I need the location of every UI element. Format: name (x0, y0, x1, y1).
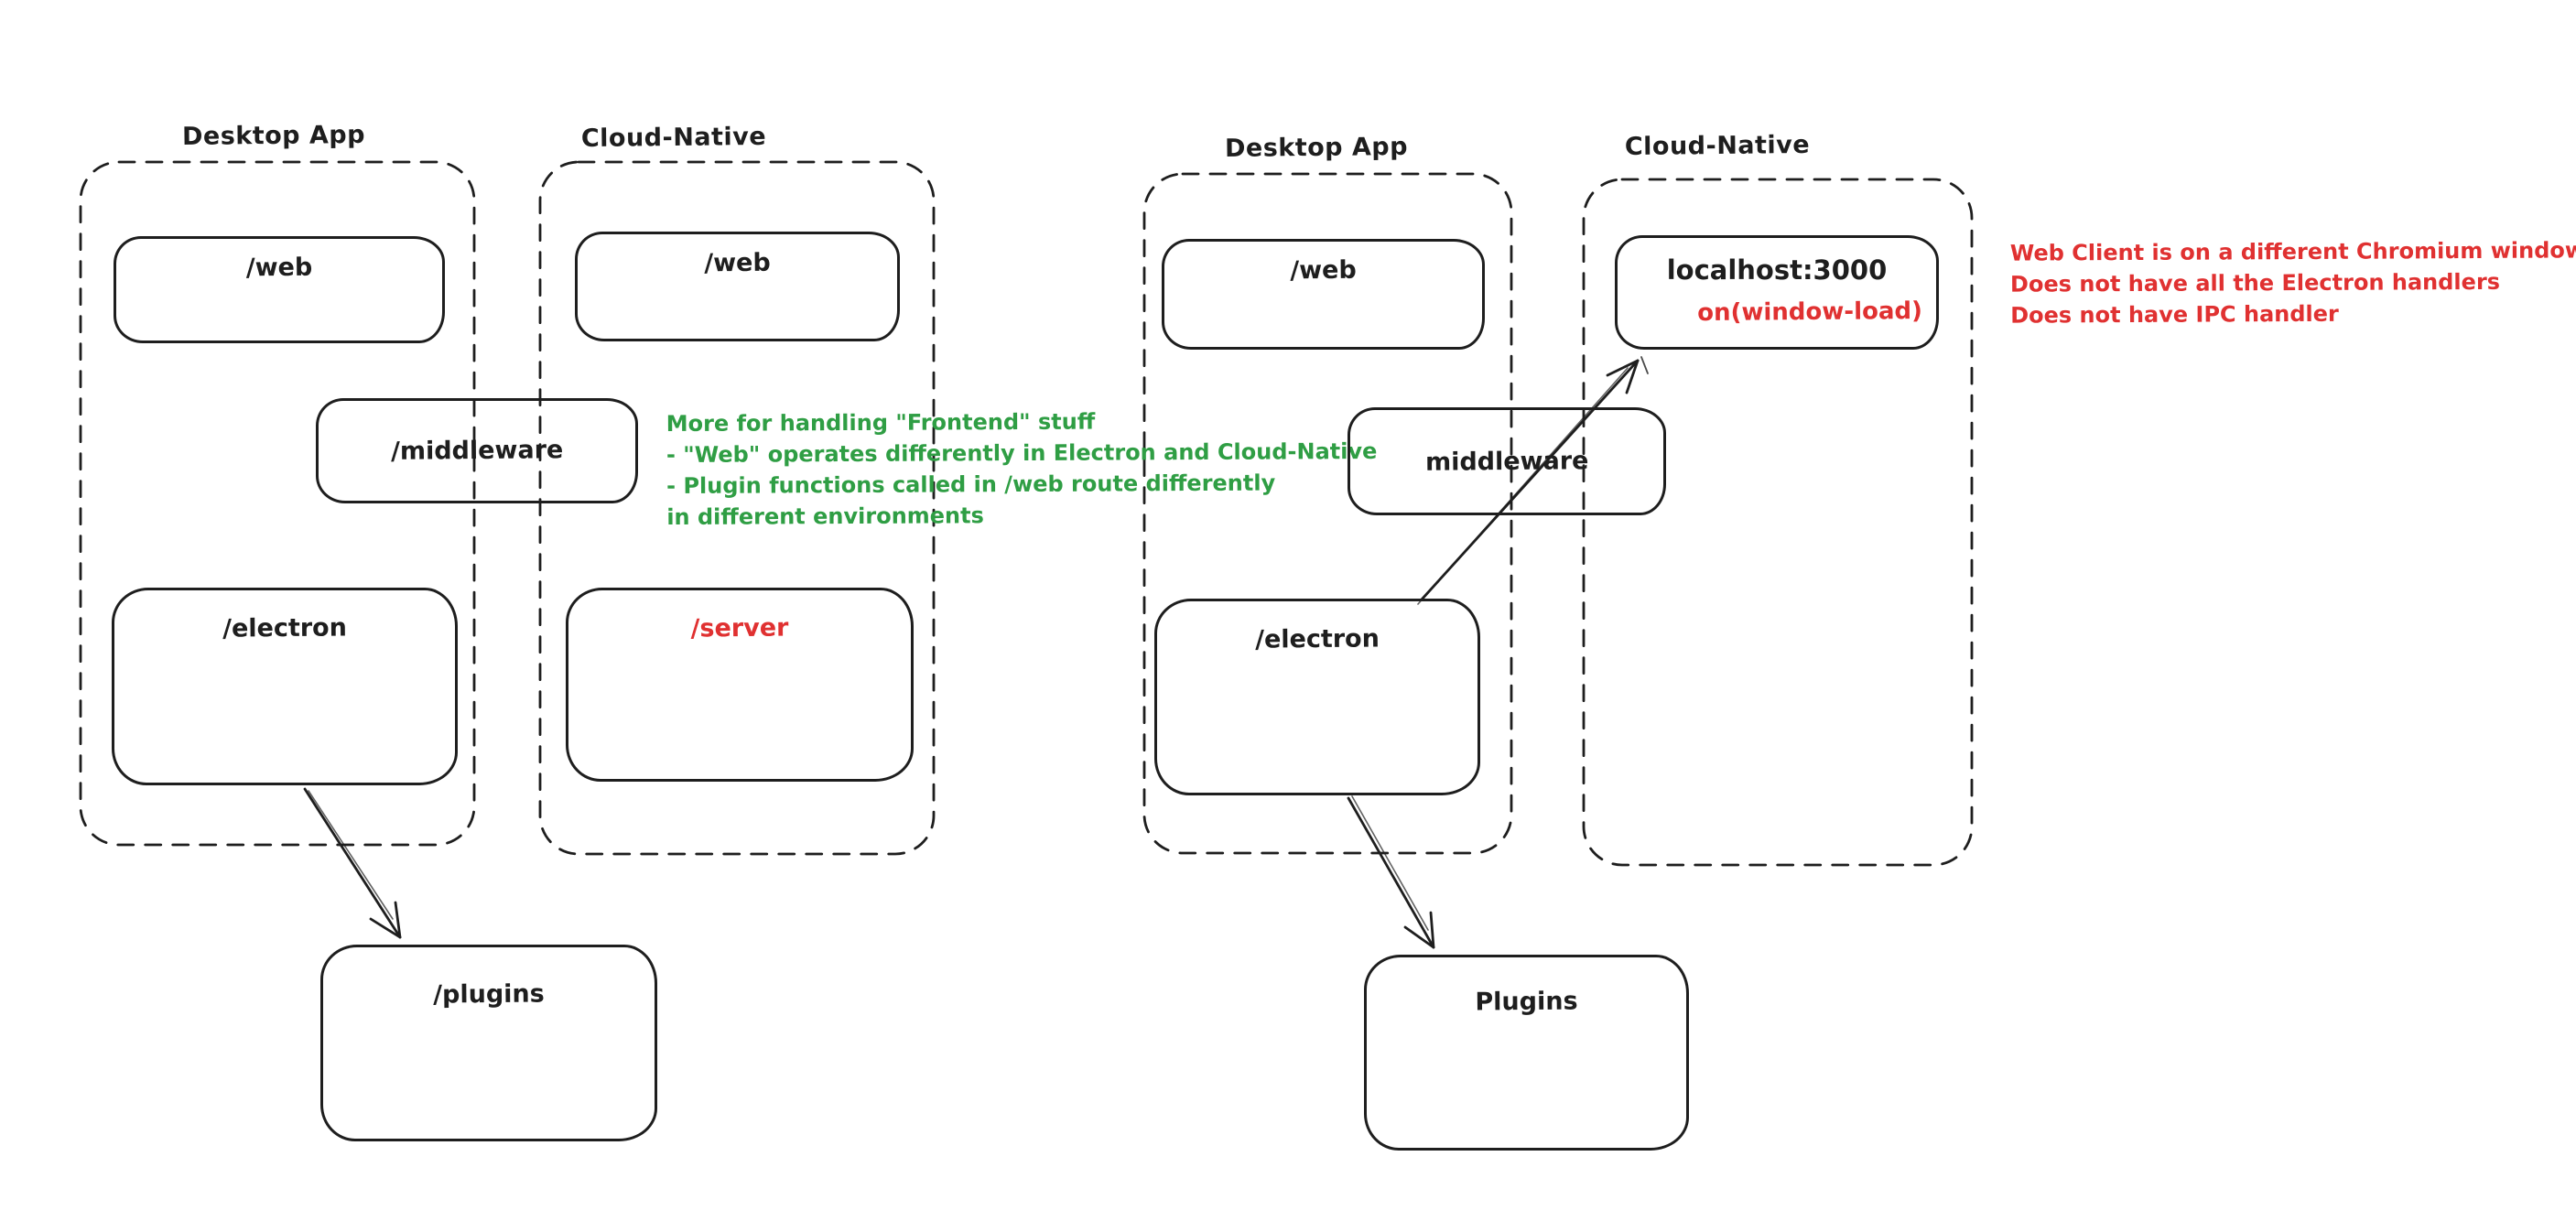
box-server-label: /server (690, 613, 789, 643)
box-electron-right-label: /electron (1254, 624, 1380, 654)
frontend-note-line: - Plugin functions called in /web route … (666, 470, 1276, 500)
right-cloud-group-label: Cloud-Native (1624, 130, 1811, 162)
box-web-cloud-left[interactable]: /web (575, 232, 900, 341)
web-client-note-line: Does not have IPC handler (2010, 300, 2339, 329)
box-electron-left-label: /electron (222, 613, 348, 643)
arrow-electron-to-plugins-left[interactable] (303, 787, 402, 939)
frontend-note-line: in different environments (666, 503, 984, 531)
box-electron-right[interactable]: /electron (1154, 599, 1480, 795)
frontend-note-line: - "Web" operates differently in Electron… (666, 438, 1378, 469)
box-plugins-right[interactable]: Plugins (1364, 955, 1689, 1151)
arrow-electron-to-plugins-right[interactable] (1347, 795, 1435, 949)
left-cloud-group-label: Cloud-Native (580, 122, 767, 154)
box-middleware-right-label: middleware (1424, 446, 1589, 477)
box-web-desktop-left-label: /web (245, 253, 313, 283)
web-client-note-line: Does not have all the Electron handlers (2009, 268, 2501, 297)
box-plugins-left-label: /plugins (433, 979, 545, 1010)
right-desktop-group-label: Desktop App (1224, 132, 1409, 164)
box-web-cloud-left-label: /web (704, 248, 771, 278)
box-web-right-label: /web (1290, 255, 1357, 286)
right-cloud-group-frame[interactable] (1582, 178, 1974, 867)
left-cloud-group-frame[interactable] (538, 160, 936, 856)
box-electron-left[interactable]: /electron (112, 588, 458, 785)
box-middleware-left-label: /middleware (390, 436, 564, 466)
box-localhost-title: localhost:3000 (1666, 254, 1888, 286)
box-plugins-right-label: Plugins (1475, 987, 1578, 1017)
box-localhost-event: on(window-load) (1697, 297, 1923, 328)
box-plugins-left[interactable]: /plugins (320, 945, 657, 1141)
left-desktop-group-label: Desktop App (181, 120, 366, 152)
web-client-note-line: Web Client is on a different Chromium wi… (2009, 237, 2576, 266)
web-client-note[interactable]: Web Client is on a different Chromium wi… (2010, 234, 2576, 330)
frontend-note[interactable]: More for handling "Frontend" stuff - "We… (666, 405, 1378, 533)
box-web-right[interactable]: /web (1162, 239, 1485, 350)
box-server[interactable]: /server (566, 588, 914, 782)
frontend-note-line: More for handling "Frontend" stuff (666, 408, 1096, 438)
box-web-desktop-left[interactable]: /web (114, 236, 445, 343)
right-desktop-group-frame[interactable] (1142, 172, 1513, 855)
box-middleware-left[interactable]: /middleware (316, 398, 638, 503)
box-localhost[interactable]: localhost:3000 on(window-load) (1615, 235, 1939, 350)
box-middleware-right[interactable]: middleware (1348, 407, 1666, 515)
